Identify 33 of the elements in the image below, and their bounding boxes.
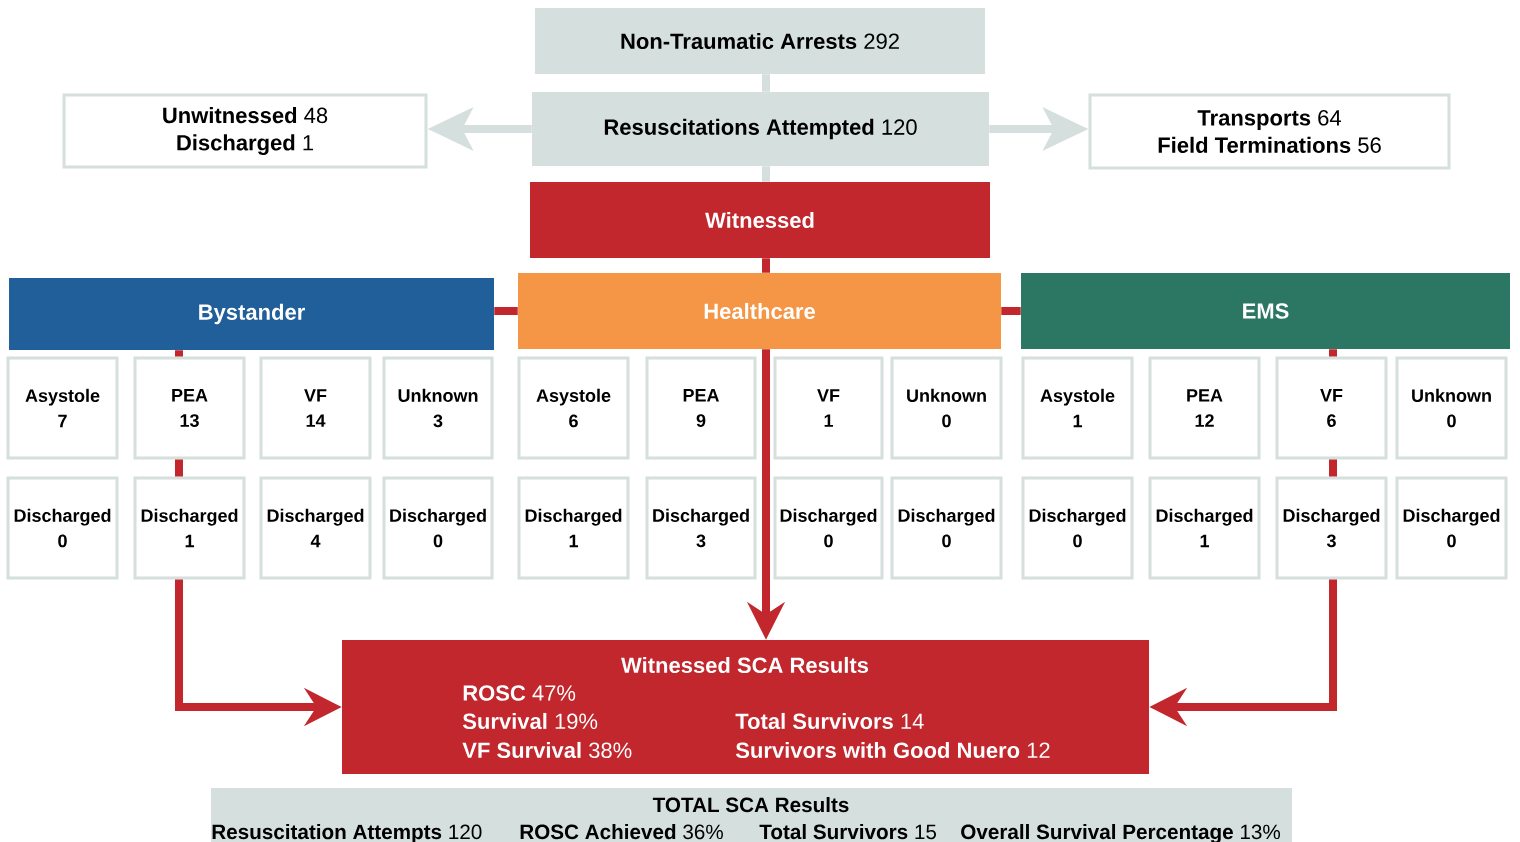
count-box: Discharged 1	[1148, 476, 1261, 580]
count-box: Unknown 0	[890, 356, 1003, 460]
count-box: Asystole 6	[517, 356, 630, 460]
count-box: Discharged 0	[382, 476, 494, 580]
count-box: VF 1	[773, 356, 884, 460]
category-box: EMS	[1021, 273, 1510, 349]
count-box: Discharged 0	[773, 476, 884, 580]
category-box: Bystander	[9, 278, 494, 350]
count-box: Unknown 3	[382, 356, 494, 460]
outcome-box: Unwitnessed 48 Discharged 1	[62, 93, 428, 169]
count-box: Discharged 0	[1395, 476, 1508, 580]
category-box: Witnessed	[530, 182, 990, 258]
outcome-box: Transports 64 Field Terminations 56	[1088, 93, 1451, 170]
summary-box: Non-Traumatic Arrests 292	[535, 8, 985, 74]
count-box: Discharged 3	[1275, 476, 1388, 580]
count-box: Discharged 0	[1021, 476, 1134, 580]
summary-box: Resuscitations Attempted 120	[532, 92, 989, 166]
category-box: Healthcare	[518, 273, 1001, 349]
count-box: Discharged 1	[517, 476, 630, 580]
count-box: Asystole 1	[1021, 356, 1134, 460]
count-box: Discharged 0	[890, 476, 1003, 580]
results-box: Witnessed SCA Results ROSC 47% Survival 19% VF Survival 38% Total Survivors 14 Survivors with Good Nuero 12	[342, 640, 1149, 774]
count-box: Discharged 1	[133, 476, 246, 580]
count-box: Asystole 7	[6, 356, 119, 460]
count-box: Unknown 0	[1395, 356, 1508, 460]
count-box: VF 14	[259, 356, 372, 460]
count-box: VF 6	[1275, 356, 1388, 460]
count-box: Discharged 0	[6, 476, 119, 580]
count-box: Discharged 3	[645, 476, 757, 580]
count-box: Discharged 4	[259, 476, 372, 580]
count-box: PEA 12	[1148, 356, 1261, 460]
count-box: PEA 9	[645, 356, 757, 460]
count-box: PEA 13	[133, 356, 246, 460]
